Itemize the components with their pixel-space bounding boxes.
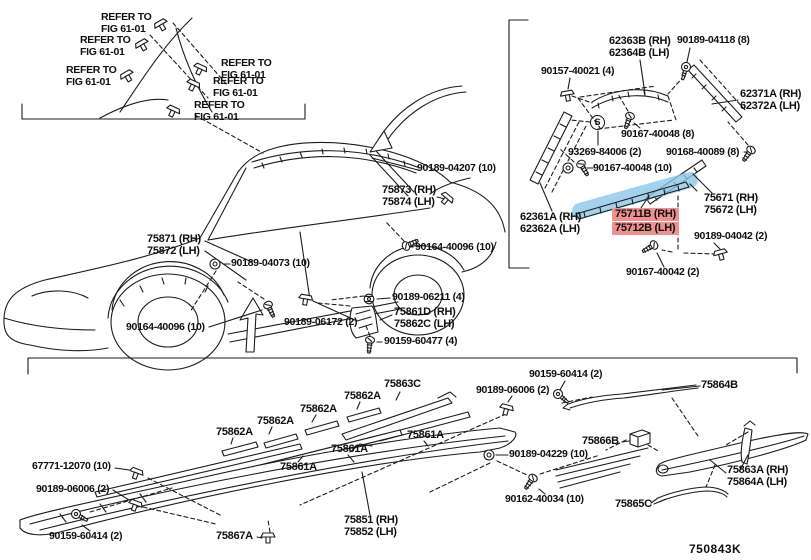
part-label: 75862A <box>344 390 381 402</box>
right-panel-art <box>529 47 749 268</box>
refer-section-bracket <box>21 103 306 120</box>
grommet-icon <box>209 258 221 270</box>
part-label: 90189-04042 (2) <box>694 230 768 242</box>
part-label: 90157-40021 (4) <box>541 65 615 77</box>
part-label: 75851 (RH)75852 (LH) <box>344 514 398 538</box>
bolt-icon <box>551 387 572 407</box>
part-label: 62363B (RH)62364B (LH) <box>609 35 671 59</box>
bottom-section-art <box>19 380 809 539</box>
part-label: 67771-12070 (10) <box>32 460 111 472</box>
part-label: 75862A <box>257 415 294 427</box>
part-label: 90162-40034 (10) <box>505 493 584 505</box>
part-label: 75861A <box>331 443 368 455</box>
part-label: 90168-40089 (8) <box>666 146 740 158</box>
part-label: 90159-60477 (4) <box>384 335 458 347</box>
part-label: 62361A (RH)62362A (LH) <box>520 211 582 235</box>
part-label: 90159-60414 (2) <box>529 368 603 380</box>
clip-icon <box>712 247 730 263</box>
part-label: 75862A <box>216 426 253 438</box>
part-label: 75873 (RH)75874 (LH) <box>382 184 436 208</box>
clip-icon <box>260 532 276 544</box>
clip-icon <box>436 190 456 209</box>
drawing-code: 750843K <box>689 542 742 556</box>
clip-icon <box>297 293 314 307</box>
part-label: 75862A <box>300 403 337 415</box>
part-label: 90164-40096 (10) <box>126 321 205 333</box>
part-label: 90167-40048 (8) <box>621 128 695 140</box>
screw-icon <box>620 110 636 131</box>
part-label: 90189-04073 (10) <box>231 257 310 269</box>
part-label: 75871 (RH)75872 (LH) <box>147 233 201 257</box>
pillar-sketch <box>99 17 264 154</box>
clip-icon <box>163 103 182 120</box>
clip-icon <box>152 17 171 34</box>
part-label: 90167-40042 (2) <box>626 266 700 278</box>
car-dashed-lines <box>189 221 405 337</box>
part-label: 75864B <box>701 379 738 391</box>
screw-icon <box>521 472 540 492</box>
screw-icon <box>261 299 279 320</box>
part-label: 75671 (RH)75672 (LH) <box>704 192 758 216</box>
clip-icon <box>497 402 515 418</box>
part-label: 90167-40048 (10) <box>593 162 672 174</box>
part-label: 75866B <box>582 435 619 447</box>
car-leaders <box>204 157 471 343</box>
part-label: 75865C <box>615 498 652 510</box>
part-label: 75863A (RH)75864A (LH) <box>727 464 789 488</box>
part-label: 90189-06006 (2) <box>476 384 550 396</box>
clip-icon <box>190 61 209 78</box>
grommet-icon <box>562 162 574 174</box>
part-label: 75863C <box>384 378 421 390</box>
fastener-icons <box>69 17 758 544</box>
clip-icon <box>183 77 202 94</box>
clip-icon <box>127 466 145 482</box>
part-label: 90164-40096 (10) <box>415 241 494 253</box>
car-illustration <box>3 85 506 371</box>
clip-icon <box>118 68 137 85</box>
part-label: 90189-04229 (10) <box>509 448 588 460</box>
s-symbol: S <box>590 115 605 130</box>
grommet-icon <box>483 449 495 461</box>
part-label: 75861D (RH)75862C (LH) <box>394 306 456 330</box>
part-label: 62371A (RH)62372A (LH) <box>740 88 802 112</box>
part-label: 93269-84006 (2) <box>568 146 642 158</box>
part-label: 90189-06211 (4) <box>392 291 465 303</box>
part-label: 90189-04118 (8) <box>677 34 750 46</box>
part-label: 90189-04207 (10) <box>417 162 496 174</box>
screw-icon <box>739 144 758 164</box>
part-label: 90189-06172 (2) <box>284 316 358 328</box>
screw-icon <box>363 335 376 354</box>
clip-icon <box>133 37 152 54</box>
part-label: 75861A <box>407 429 444 441</box>
right-panel-bracket <box>508 19 530 269</box>
nut-icon <box>363 293 375 305</box>
part-label: 90189-06006 (2) <box>36 483 110 495</box>
bottom-section-bracket <box>27 357 798 375</box>
part-label-highlighted: 75711B (RH)75712B (LH) <box>612 208 679 235</box>
part-label: 75861A <box>280 461 317 473</box>
part-label: 90159-60414 (2) <box>49 530 123 542</box>
part-label: 75867A <box>216 530 253 542</box>
